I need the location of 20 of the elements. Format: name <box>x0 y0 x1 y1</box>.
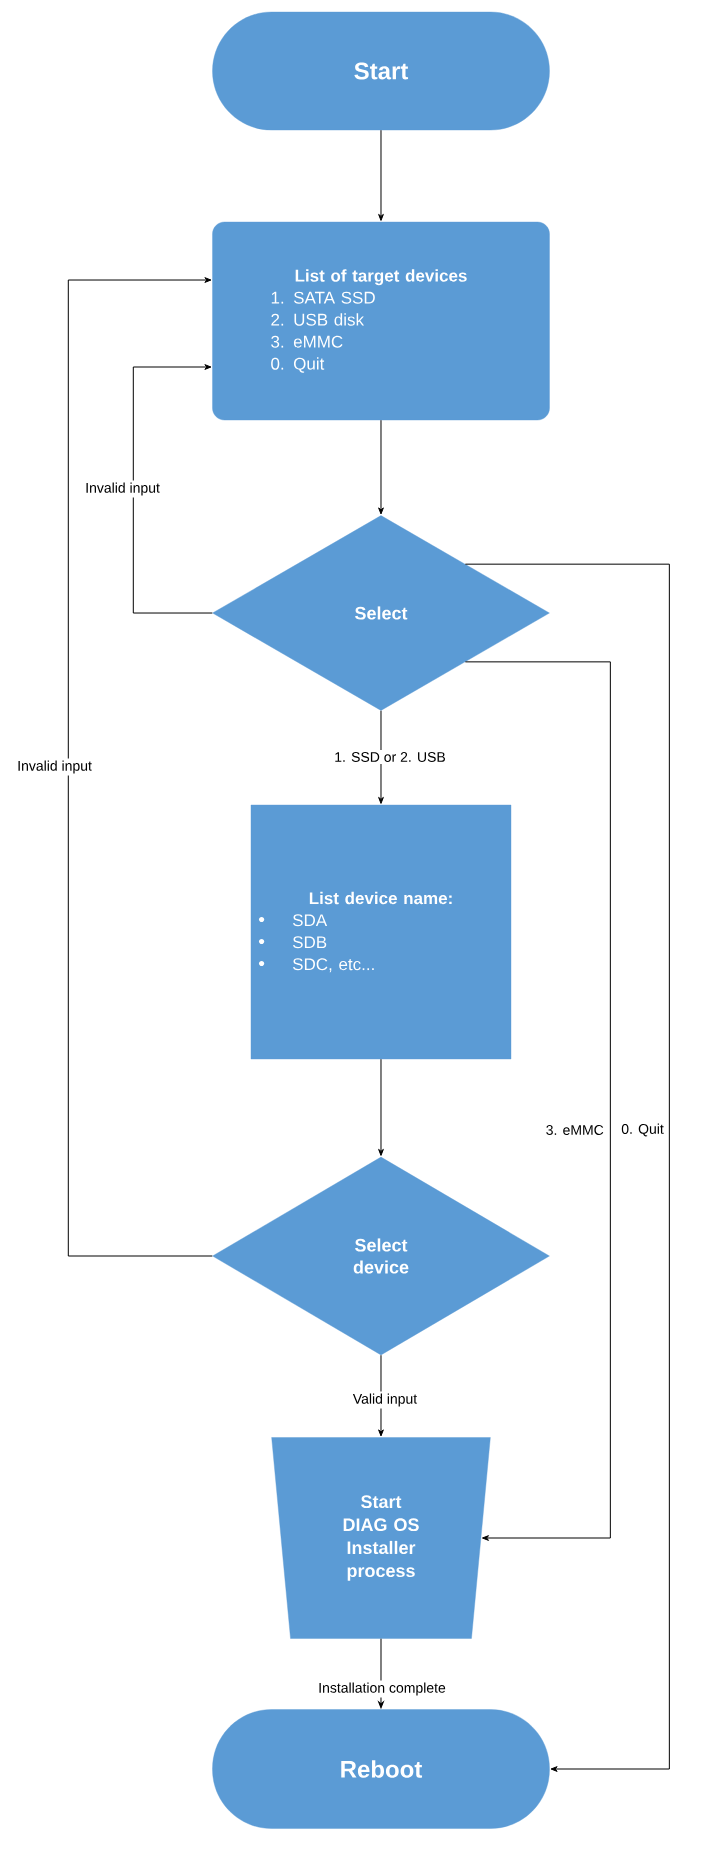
edge-label: Invalid input <box>83 480 162 498</box>
terminal-pill: Start <box>212 11 550 131</box>
edge-label: 0. Quit <box>619 1121 666 1139</box>
arrow <box>464 661 611 1541</box>
arrow <box>378 419 384 515</box>
arrow <box>378 129 384 221</box>
edge-label: 1. SSD or 2. USB <box>332 750 448 764</box>
arrow <box>378 710 384 804</box>
edge-label: Valid input <box>350 1391 420 1409</box>
arrow <box>378 1058 384 1156</box>
edge-label: 3. eMMC <box>543 1123 606 1137</box>
process-trapezoid: Start DIAG OS Installer process <box>271 1437 491 1639</box>
edge-label: Installation complete <box>316 1680 448 1698</box>
arrow <box>132 364 213 614</box>
arrow <box>464 563 670 1772</box>
terminal-pill: Reboot <box>212 1709 550 1829</box>
process-box: List device name: SDA SDB SDC, etc... <box>250 804 512 1060</box>
edge-label: Invalid input <box>15 758 94 776</box>
arrow <box>67 277 213 1257</box>
process-box: List of target devices 1. SATA SSD 2. USB disk 3. eMMC 0. Quit <box>212 221 550 421</box>
